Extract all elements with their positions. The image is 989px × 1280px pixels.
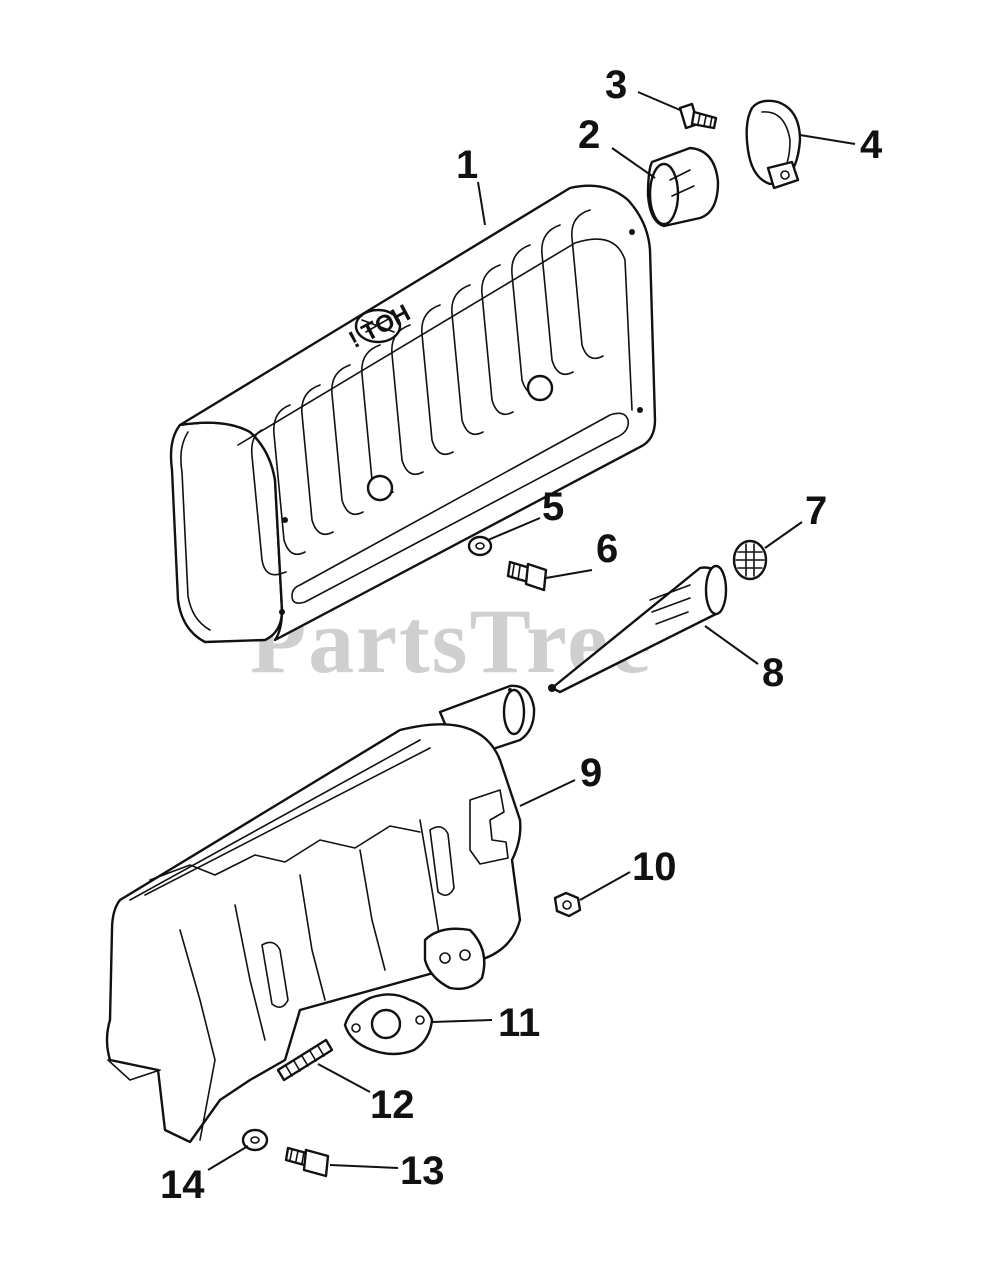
part-8-spark-arrestor[interactable] xyxy=(548,564,728,694)
callout-3: 3 xyxy=(605,63,627,107)
callout-4: 4 xyxy=(860,123,883,167)
part-6-screw[interactable] xyxy=(506,560,548,592)
part-7-screen[interactable] xyxy=(732,539,768,581)
part-3-screw[interactable] xyxy=(678,102,718,130)
part-2-sleeve[interactable] xyxy=(646,146,720,228)
callout-2: 2 xyxy=(578,113,600,157)
callout-7: 7 xyxy=(805,489,827,533)
callout-12: 12 xyxy=(370,1083,415,1127)
part-5-washer[interactable] xyxy=(467,535,493,557)
part-12-stud[interactable] xyxy=(276,1038,334,1082)
part-14-washer[interactable] xyxy=(241,1128,269,1152)
part-10-nut[interactable] xyxy=(553,891,582,918)
callout-1: 1 xyxy=(456,143,478,187)
part-11-gasket[interactable] xyxy=(343,993,434,1056)
callout-9: 9 xyxy=(580,751,602,795)
part-4-clamp[interactable] xyxy=(745,99,802,190)
callout-13: 13 xyxy=(400,1149,445,1193)
part-9-muffler[interactable] xyxy=(105,684,536,1144)
leader-lines xyxy=(207,91,856,1171)
callout-11: 11 xyxy=(498,1001,540,1045)
callout-10: 10 xyxy=(632,845,677,889)
callout-14: 14 xyxy=(160,1163,205,1207)
callout-8: 8 xyxy=(762,651,784,695)
part-13-bolt[interactable] xyxy=(284,1146,330,1178)
callout-6: 6 xyxy=(596,527,618,571)
part-1-heat-shield[interactable]: HOT ! xyxy=(169,184,657,644)
callout-5: 5 xyxy=(542,485,564,529)
